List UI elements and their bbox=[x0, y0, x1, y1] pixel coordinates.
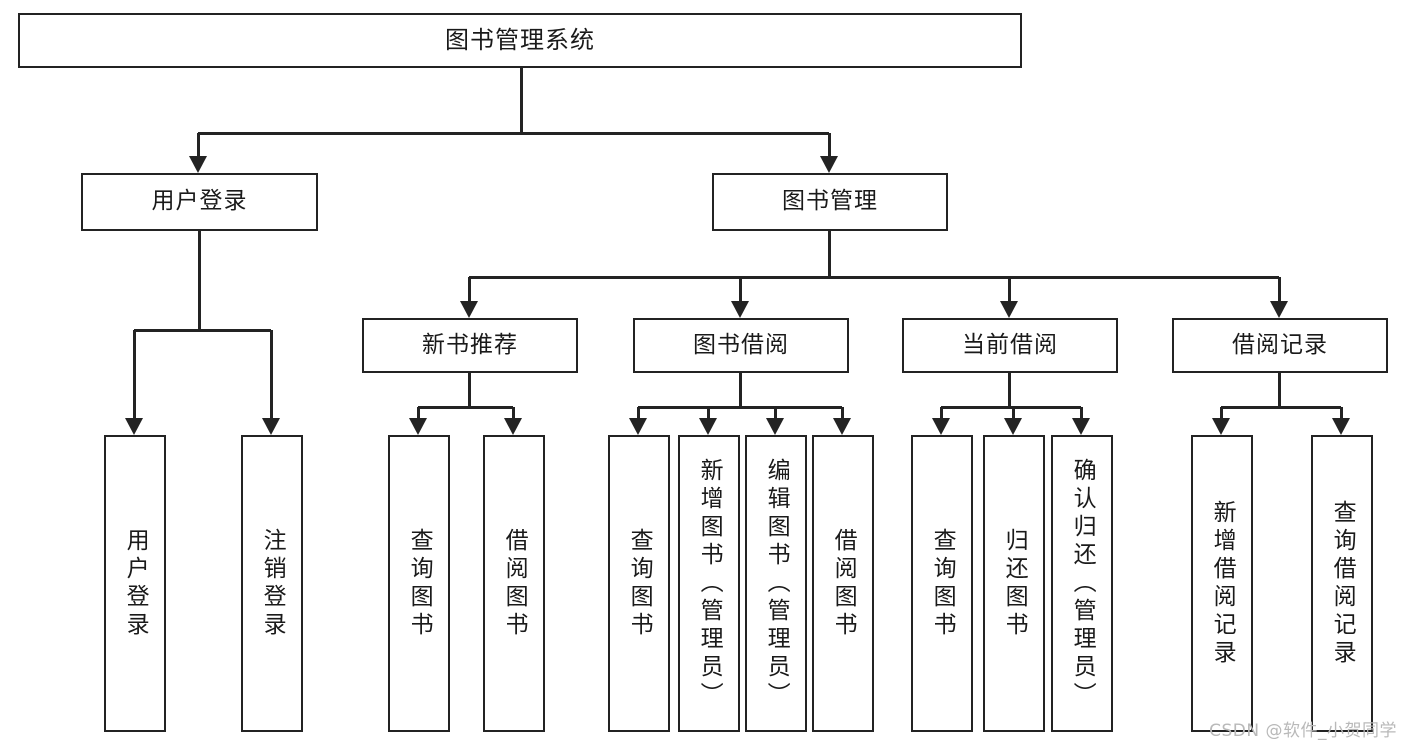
node-label: 注销登录 bbox=[259, 527, 286, 640]
arrowhead-level1_user_login-1 bbox=[262, 418, 280, 435]
edge-stem-level2_current_borrow bbox=[1007, 373, 1011, 407]
edge-stem-level1_book_manage bbox=[827, 231, 831, 277]
edge-drop-level1_user_login-0 bbox=[132, 330, 136, 420]
arrowhead-level2_book_borrow-3 bbox=[833, 418, 851, 435]
node-label: 新增借阅记录 bbox=[1209, 499, 1236, 668]
node-label: 归还图书 bbox=[1001, 527, 1028, 640]
edge-drop-level1_user_login-1 bbox=[269, 330, 273, 420]
node-label: 图书管理系统 bbox=[445, 26, 595, 55]
node-leaf-user-logout[interactable]: 注销登录 bbox=[241, 435, 303, 732]
node-leaf-add-borrow-record[interactable]: 新增借阅记录 bbox=[1191, 435, 1253, 732]
edge-drop-level1_book_manage-3 bbox=[1277, 277, 1281, 303]
node-label: 借阅图书 bbox=[501, 527, 528, 640]
edge-drop-level1_book_manage-2 bbox=[1007, 277, 1011, 303]
node-label: 确认归还（管理员） bbox=[1069, 457, 1096, 710]
node-label: 用户登录 bbox=[151, 188, 248, 215]
edge-bus-level2_current_borrow bbox=[941, 405, 1081, 409]
node-leaf-query-borrow-record[interactable]: 查询借阅记录 bbox=[1311, 435, 1373, 732]
node-label: 查询借阅记录 bbox=[1329, 499, 1356, 668]
arrowhead-level2_book_borrow-2 bbox=[766, 418, 784, 435]
arrowhead-level2_book_borrow-0 bbox=[629, 418, 647, 435]
arrowhead-level1_book_manage-3 bbox=[1270, 301, 1288, 318]
edge-bus-root_to_level1 bbox=[198, 131, 829, 135]
edge-stem-level2_book_borrow bbox=[738, 373, 742, 407]
arrowhead-level1_book_manage-2 bbox=[1000, 301, 1018, 318]
arrowhead-level1_book_manage-1 bbox=[731, 301, 749, 318]
arrowhead-level2_current_borrow-0 bbox=[932, 418, 950, 435]
arrowhead-level2_new_book-0 bbox=[409, 418, 427, 435]
node-label: 借阅记录 bbox=[1232, 331, 1328, 358]
node-leaf-edit-book-admin[interactable]: 编辑图书（管理员） bbox=[745, 435, 807, 732]
node-leaf-query-book-borrow[interactable]: 查询图书 bbox=[608, 435, 670, 732]
arrowhead-root_to_level1-0 bbox=[189, 156, 207, 173]
edge-bus-level2_new_book bbox=[418, 405, 513, 409]
node-label: 用户登录 bbox=[122, 527, 149, 640]
edge-drop-level2_book_borrow-2 bbox=[773, 407, 777, 420]
edge-drop-level2_book_borrow-0 bbox=[636, 407, 640, 420]
node-label: 图书管理 bbox=[782, 188, 878, 215]
edge-drop-level2_new_book-1 bbox=[511, 407, 515, 420]
node-label: 查询图书 bbox=[406, 527, 433, 640]
arrowhead-level1_user_login-0 bbox=[125, 418, 143, 435]
edge-drop-level2_book_borrow-1 bbox=[706, 407, 710, 420]
arrowhead-level2_current_borrow-1 bbox=[1004, 418, 1022, 435]
node-leaf-user-login[interactable]: 用户登录 bbox=[104, 435, 166, 732]
node-label: 图书借阅 bbox=[693, 331, 789, 358]
node-new-book-recommend[interactable]: 新书推荐 bbox=[362, 318, 578, 373]
node-label: 借阅图书 bbox=[830, 527, 857, 640]
edge-drop-level1_book_manage-1 bbox=[738, 277, 742, 303]
node-label: 查询图书 bbox=[626, 527, 653, 640]
node-book-borrow[interactable]: 图书借阅 bbox=[633, 318, 849, 373]
node-label: 当前借阅 bbox=[962, 331, 1058, 358]
arrowhead-level2_borrow_record-0 bbox=[1212, 418, 1230, 435]
edge-drop-level2_borrow_record-1 bbox=[1339, 407, 1343, 420]
node-leaf-add-book-admin[interactable]: 新增图书（管理员） bbox=[678, 435, 740, 732]
arrowhead-level1_book_manage-0 bbox=[460, 301, 478, 318]
arrowhead-level2_book_borrow-1 bbox=[699, 418, 717, 435]
node-label: 查询图书 bbox=[929, 527, 956, 640]
edge-bus-level2_book_borrow bbox=[638, 405, 842, 409]
node-root-system[interactable]: 图书管理系统 bbox=[18, 13, 1022, 68]
edge-stem-level1_user_login bbox=[197, 231, 201, 330]
node-leaf-return-book[interactable]: 归还图书 bbox=[983, 435, 1045, 732]
edge-drop-level2_current_borrow-0 bbox=[939, 407, 943, 420]
arrowhead-root_to_level1-1 bbox=[820, 156, 838, 173]
edge-drop-level2_current_borrow-2 bbox=[1079, 407, 1083, 420]
edge-stem-level2_new_book bbox=[467, 373, 471, 407]
edge-stem-level2_borrow_record bbox=[1277, 373, 1281, 407]
node-label: 新增图书（管理员） bbox=[696, 457, 723, 710]
node-borrow-record[interactable]: 借阅记录 bbox=[1172, 318, 1388, 373]
node-current-borrow[interactable]: 当前借阅 bbox=[902, 318, 1118, 373]
edge-drop-level2_new_book-0 bbox=[416, 407, 420, 420]
arrowhead-level2_new_book-1 bbox=[504, 418, 522, 435]
edge-drop-root_to_level1-1 bbox=[827, 133, 831, 158]
edge-drop-level1_book_manage-0 bbox=[467, 277, 471, 303]
edge-drop-level2_current_borrow-1 bbox=[1011, 407, 1015, 420]
node-leaf-query-book-recommend[interactable]: 查询图书 bbox=[388, 435, 450, 732]
node-leaf-confirm-return-admin[interactable]: 确认归还（管理员） bbox=[1051, 435, 1113, 732]
node-label: 编辑图书（管理员） bbox=[763, 457, 790, 710]
edge-stem-root_to_level1 bbox=[519, 68, 523, 133]
edge-bus-level1_user_login bbox=[134, 328, 271, 332]
arrowhead-level2_borrow_record-1 bbox=[1332, 418, 1350, 435]
edge-drop-root_to_level1-0 bbox=[196, 133, 200, 158]
edge-drop-level2_borrow_record-0 bbox=[1219, 407, 1223, 420]
edge-bus-level2_borrow_record bbox=[1221, 405, 1341, 409]
node-leaf-borrow-book[interactable]: 借阅图书 bbox=[812, 435, 874, 732]
edge-bus-level1_book_manage bbox=[469, 275, 1279, 279]
node-leaf-borrow-book-recommend[interactable]: 借阅图书 bbox=[483, 435, 545, 732]
node-book-manage[interactable]: 图书管理 bbox=[712, 173, 948, 231]
edge-drop-level2_book_borrow-3 bbox=[840, 407, 844, 420]
node-user-login[interactable]: 用户登录 bbox=[81, 173, 318, 231]
node-label: 新书推荐 bbox=[422, 331, 518, 358]
arrowhead-level2_current_borrow-2 bbox=[1072, 418, 1090, 435]
node-leaf-query-book-current[interactable]: 查询图书 bbox=[911, 435, 973, 732]
